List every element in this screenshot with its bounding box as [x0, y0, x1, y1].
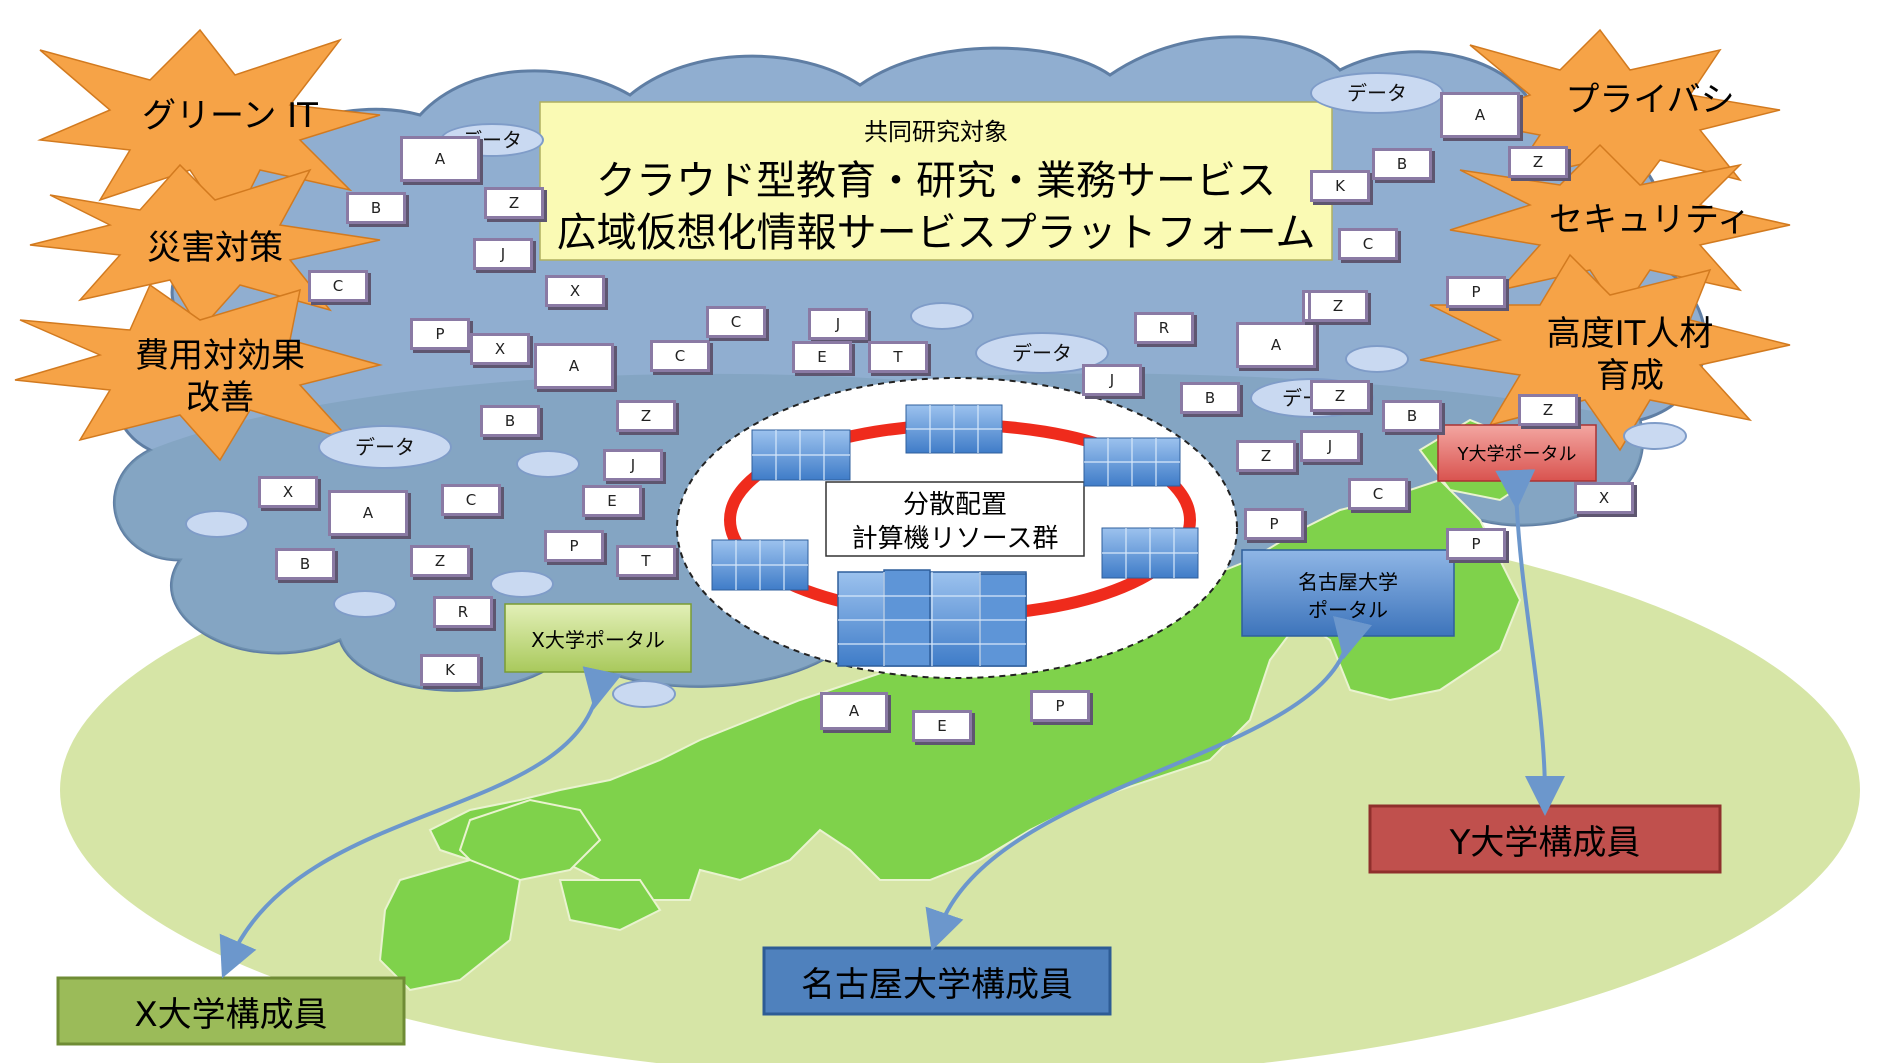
title-subtitle: 共同研究対象: [864, 118, 1008, 146]
tag-t: T: [868, 341, 928, 373]
disaster-label: 災害対策: [147, 228, 283, 268]
starburst-disaster: [29, 163, 381, 332]
talent-label-line1: 高度IT人材: [1546, 314, 1714, 354]
data-bubble-2: データ: [1310, 72, 1444, 114]
tag-j: J: [1300, 430, 1360, 462]
blank-bubble-7: [612, 680, 676, 708]
cost-label-line1: 費用対効果: [135, 336, 305, 376]
tag-a: A: [1440, 92, 1520, 138]
tag-e: E: [792, 341, 852, 373]
tag-b: B: [1180, 382, 1240, 414]
tag-c: C: [1338, 228, 1398, 260]
x-portal-label[interactable]: X大学ポータル: [531, 627, 665, 652]
data-bubble-4: データ: [318, 425, 452, 469]
tag-j: J: [1082, 364, 1142, 396]
blank-bubble-2: [1345, 345, 1409, 373]
blank-bubble-4: [185, 510, 249, 538]
blank-bubble-3: [516, 450, 580, 478]
tag-z: Z: [410, 545, 470, 577]
y-member-label: Y大学構成員: [1449, 822, 1641, 863]
tag-c: C: [650, 340, 710, 372]
tag-z: Z: [1308, 290, 1368, 322]
tag-b: B: [346, 192, 406, 224]
tag-p: P: [410, 318, 470, 350]
tag-z: Z: [1310, 380, 1370, 412]
connection-arrows: [219, 469, 1565, 979]
tag-z: Z: [1236, 440, 1296, 472]
tag-j: J: [473, 238, 533, 270]
tag-j: J: [808, 308, 868, 340]
tag-b: B: [480, 405, 540, 437]
tag-z: Z: [484, 187, 544, 219]
talent-label-line2: 育成: [1596, 356, 1664, 396]
title-line1: クラウド型教育・研究・業務サービス: [596, 158, 1276, 204]
tag-x: X: [470, 333, 530, 365]
tag-b: B: [275, 548, 335, 580]
nagoya-portal-label-line2[interactable]: ポータル: [1308, 598, 1388, 622]
x-member-label: X大学構成員: [134, 994, 328, 1035]
tag-z: Z: [616, 400, 676, 432]
resource-label-line1: 分散配置: [902, 490, 1007, 520]
blank-bubble-1: [910, 302, 974, 330]
security-label: セキュリティ: [1549, 200, 1751, 240]
tag-b: B: [1372, 148, 1432, 180]
tag-k: K: [420, 654, 480, 686]
nagoya-member-label: 名古屋大学構成員: [801, 964, 1073, 1005]
blank-bubble-6: [490, 570, 554, 598]
resource-label-line2: 計算機リソース群: [851, 524, 1059, 554]
blank-bubble-5: [333, 590, 397, 618]
tag-a: A: [820, 692, 888, 730]
tag-e: E: [582, 485, 642, 517]
tag-p: P: [1446, 276, 1506, 308]
tag-t: T: [616, 545, 676, 577]
tag-c: C: [706, 306, 766, 338]
y-portal-label[interactable]: Y大学ポータル: [1457, 444, 1577, 465]
x-member-box: [56, 976, 406, 1046]
tag-p: P: [1030, 690, 1090, 722]
tag-c: C: [308, 270, 368, 302]
starburst-talent: [1419, 253, 1791, 452]
cost-label-line2: 改善: [186, 378, 254, 418]
tag-a: A: [534, 343, 614, 389]
nagoya-portal-label-line1[interactable]: 名古屋大学: [1298, 570, 1398, 594]
tag-j: J: [603, 449, 663, 481]
tag-k: K: [1310, 170, 1370, 202]
tag-x: X: [1574, 482, 1634, 514]
tag-c: C: [441, 484, 501, 516]
tag-b: B: [1382, 400, 1442, 432]
tag-c: C: [1348, 478, 1408, 510]
tag-r: R: [433, 596, 493, 628]
green-it-label: グリーン IT: [142, 96, 318, 136]
tag-a: A: [1236, 322, 1316, 368]
tag-x: X: [545, 275, 605, 307]
starburst-green-it: [37, 28, 381, 232]
tag-p: P: [544, 530, 604, 562]
tag-x: X: [258, 476, 318, 508]
tag-a: A: [400, 136, 480, 182]
tag-p: P: [1244, 508, 1304, 540]
tag-r: R: [1134, 312, 1194, 344]
privacy-label: プライバシ: [1565, 80, 1735, 120]
tag-p: P: [1446, 528, 1506, 560]
title-line2: 広域仮想化情報サービスプラットフォーム: [556, 210, 1316, 256]
nagoya-member-box: [762, 946, 1112, 1016]
x-portal-box: [504, 603, 692, 673]
tag-e: E: [912, 710, 972, 742]
tag-z: Z: [1518, 394, 1578, 426]
tag-z: Z: [1508, 146, 1568, 178]
blank-bubble-8: [1623, 422, 1687, 450]
resource-label-box: [825, 481, 1085, 557]
tag-a: A: [328, 490, 408, 536]
